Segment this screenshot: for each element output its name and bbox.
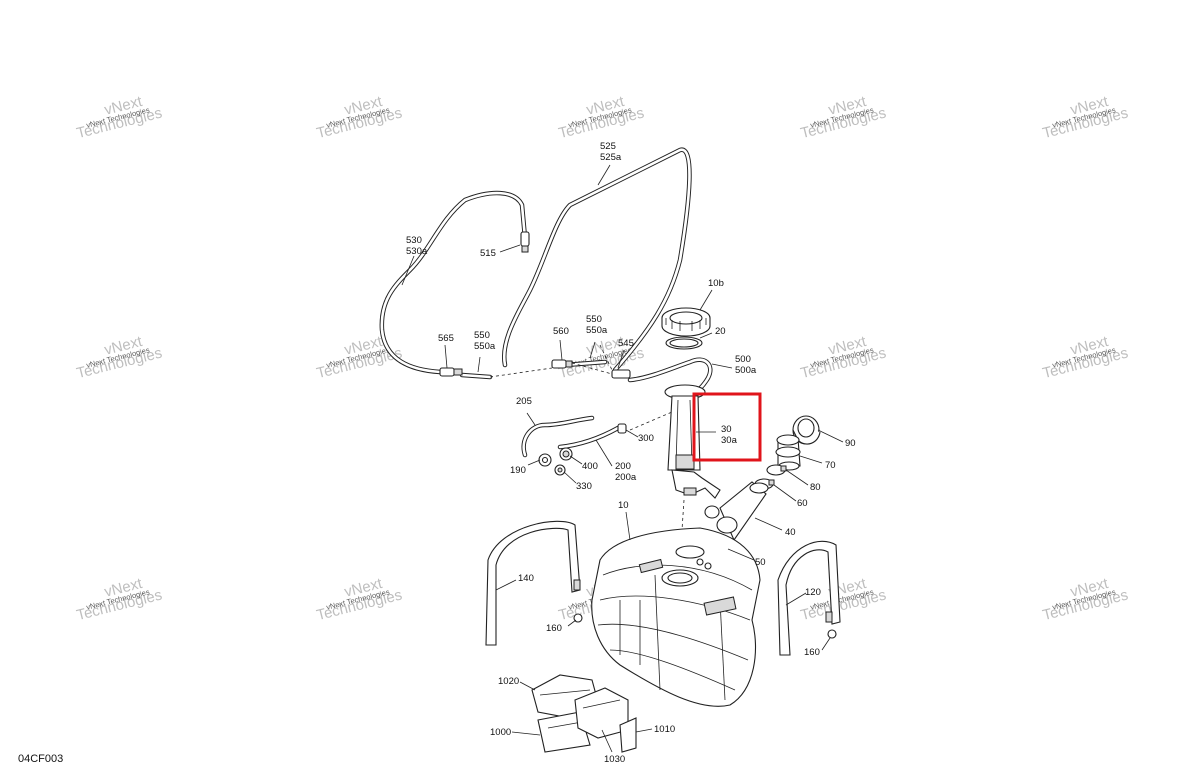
callout-190: 190 <box>510 465 526 476</box>
vent-hose-530 <box>379 190 528 375</box>
filler-neck-70 <box>775 434 801 471</box>
callout-200a: 200a <box>615 472 637 483</box>
callout-60: 60 <box>797 498 808 509</box>
callout-525a: 525a <box>600 152 622 163</box>
callout-525: 525 <box>600 141 616 152</box>
callout-565: 565 <box>438 333 454 344</box>
fuel-tank-10 <box>591 527 761 707</box>
callout-530a: 530a <box>406 246 428 257</box>
callout-30a: 30a <box>721 435 738 446</box>
callout-160-left: 160 <box>546 623 562 634</box>
fitting-545 <box>611 369 631 379</box>
strap-140 <box>485 520 581 646</box>
hose-200 <box>557 425 621 450</box>
seal-20 <box>665 336 703 350</box>
diagram-code: 04CF003 <box>18 753 63 765</box>
fuel-cap-90 <box>792 415 821 445</box>
hose-550-left <box>459 372 493 380</box>
callout-1020: 1020 <box>498 676 519 687</box>
callout-1000: 1000 <box>490 727 511 738</box>
check-valve-515 <box>520 231 530 253</box>
lock-ring-10b <box>661 307 711 337</box>
callout-30: 30 <box>721 424 732 435</box>
callout-140: 140 <box>518 573 534 584</box>
fitting-565 <box>439 367 463 377</box>
callout-1010: 1010 <box>654 724 675 735</box>
callout-550-left: 550 <box>474 330 490 341</box>
callout-400: 400 <box>582 461 598 472</box>
callout-500: 500 <box>735 354 751 365</box>
callout-10: 10 <box>618 500 629 511</box>
callout-10b: 10b <box>708 278 724 289</box>
clamp-80 <box>766 464 787 476</box>
callout-90: 90 <box>845 438 856 449</box>
callout-550a-left: 550a <box>474 341 496 352</box>
callout-300: 300 <box>638 433 654 444</box>
guard-1010 <box>619 717 637 753</box>
callout-160-right: 160 <box>804 647 820 658</box>
callout-515: 515 <box>480 248 496 259</box>
filler-hose-40 <box>704 481 769 542</box>
callout-550-mid: 550 <box>586 314 602 325</box>
callout-550a-mid: 550a <box>586 325 608 336</box>
clamp-190 <box>538 453 552 467</box>
connector-300 <box>617 423 627 434</box>
callout-50: 50 <box>755 557 766 568</box>
vent-hose-525 <box>501 147 692 373</box>
callout-200: 200 <box>615 461 631 472</box>
callout-70: 70 <box>825 460 836 471</box>
leader-lines <box>401 164 844 753</box>
callout-labels: 525 525a 530 530a 515 10b 20 560 550 550… <box>406 141 856 765</box>
callout-560: 560 <box>553 326 569 337</box>
callout-20: 20 <box>715 326 726 337</box>
callout-120: 120 <box>805 587 821 598</box>
callout-40: 40 <box>785 527 796 538</box>
callout-1030: 1030 <box>604 754 625 765</box>
fitting-400 <box>559 447 573 461</box>
callout-205: 205 <box>516 396 532 407</box>
callout-545: 545 <box>618 338 634 349</box>
nut-160-right <box>827 629 837 639</box>
callout-330: 330 <box>576 481 592 492</box>
fitting-330 <box>554 464 566 476</box>
strap-120 <box>777 540 841 656</box>
highlight-box <box>692 392 762 462</box>
callout-530: 530 <box>406 235 422 246</box>
callout-500a: 500a <box>735 365 757 376</box>
fitting-560 <box>551 359 573 369</box>
hose-205 <box>521 415 595 458</box>
callout-80: 80 <box>810 482 821 493</box>
